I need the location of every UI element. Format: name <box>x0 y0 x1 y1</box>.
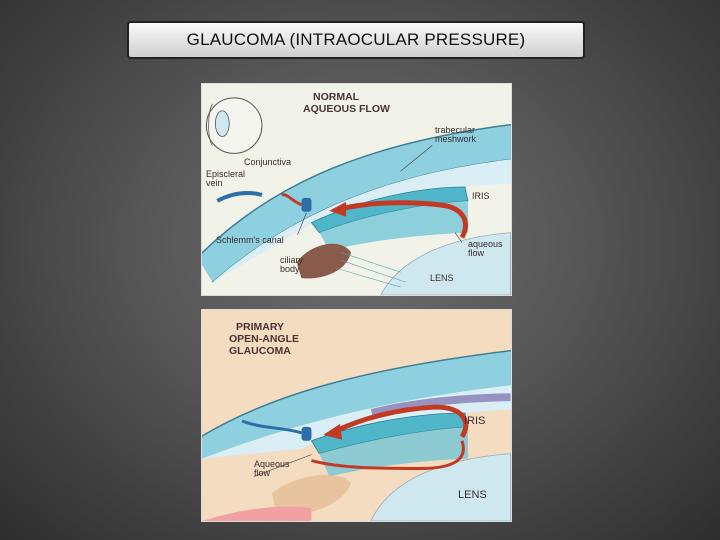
glaucoma-heading-line2: OPEN-ANGLE <box>229 333 300 345</box>
normal-flow-illustration <box>202 97 511 295</box>
cornea-band <box>202 124 511 283</box>
lens-shape <box>380 232 511 295</box>
trabecular-label: trabecular meshwork <box>435 125 477 144</box>
eye-inset-icon <box>205 97 263 154</box>
slide-title-text: GLAUCOMA (INTRAOCULAR PRESSURE) <box>186 30 526 49</box>
normal-heading-line2: AQUEOUS FLOW <box>303 103 390 115</box>
glaucoma-heading-line1: PRIMARY <box>236 321 285 333</box>
episcleral-label: Episcleral vein <box>206 169 246 188</box>
slide-title: GLAUCOMA (INTRAOCULAR PRESSURE) <box>127 21 585 59</box>
glaucoma-diagram: PRIMARY OPEN-ANGLE GLAUCOMA IRIS Aqueous… <box>201 309 512 522</box>
aqueous-label: Aqueous flow <box>254 459 290 478</box>
glaucoma-illustration <box>202 349 511 521</box>
iris-label: IRIS <box>464 415 486 427</box>
ciliary-body-shape <box>296 243 352 279</box>
aqueous-label: aqueous flow <box>468 239 503 258</box>
normal-flow-diagram: NORMAL AQUEOUS FLOW trabecular meshwork … <box>201 83 512 296</box>
lens-label: LENS <box>458 489 487 501</box>
normal-heading-line1: NORMAL <box>313 91 360 103</box>
cornea-band <box>202 350 511 459</box>
flow-arrow <box>340 200 468 239</box>
conjunctiva-label: Conjunctiva <box>244 157 292 167</box>
glaucoma-heading-line3: GLAUCOMA <box>229 345 291 357</box>
flow-arrow <box>335 404 469 439</box>
iris-label: IRIS <box>472 191 490 201</box>
schlemm-canal-shape <box>301 426 312 441</box>
ciliary-label: ciliary body <box>280 255 304 274</box>
schlemm-label: Schlemm's canal <box>216 235 284 245</box>
lens-label: LENS <box>430 273 454 283</box>
schlemm-canal-shape <box>301 197 312 212</box>
